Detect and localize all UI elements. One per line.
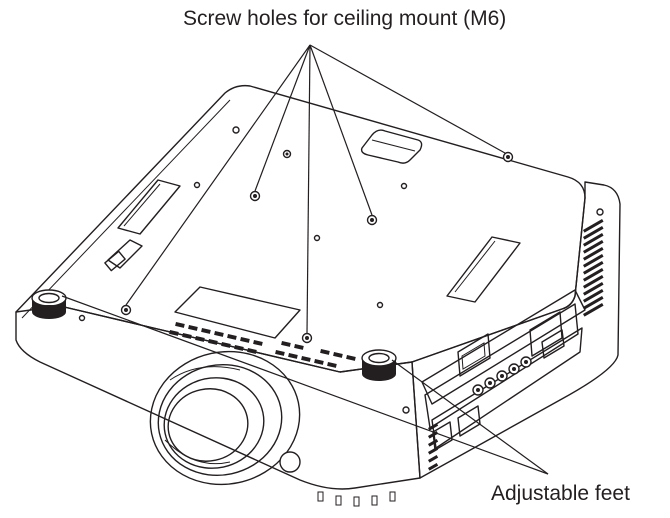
ceiling-mount-leader-lines (125, 44, 506, 334)
terminal-panel (421, 289, 586, 451)
adjustable-feet-leader-lines (61, 295, 549, 475)
projector-body (15, 84, 621, 490)
ceiling-mount-holes-callout: Screw holes for ceiling mount (M6) (183, 7, 507, 30)
front-panel-details (279, 451, 396, 507)
adjustable-foot-left (31, 289, 67, 319)
ceiling-mount-screw-holes (78, 126, 604, 414)
adjustable-feet-callout: Adjustable feet (491, 482, 630, 505)
projection-lens (149, 350, 301, 486)
vent-grilles (169, 219, 604, 471)
adjustable-foot-right (361, 349, 397, 381)
bottom-panel-recesses (104, 129, 521, 339)
